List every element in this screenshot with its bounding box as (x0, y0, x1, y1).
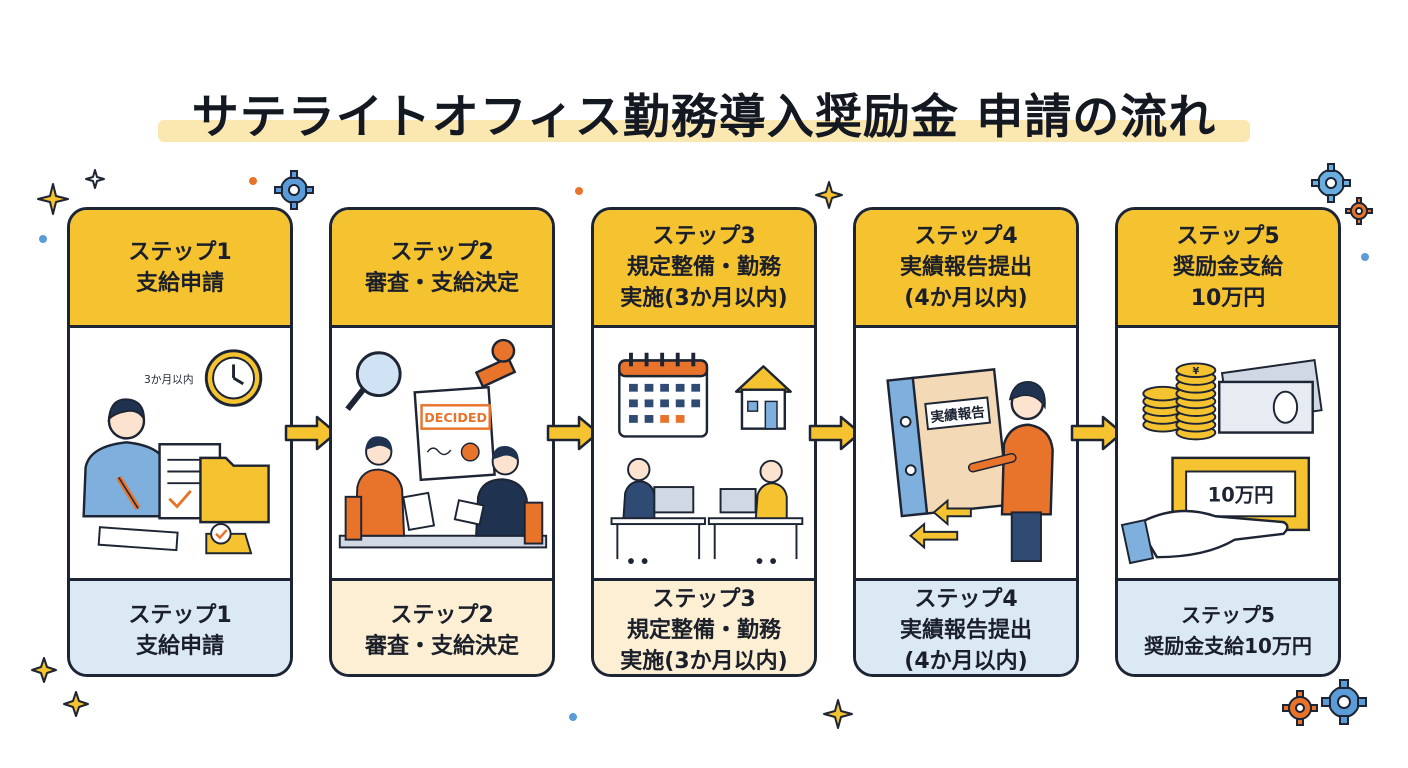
sparkle-icon (823, 699, 853, 729)
woman-icon (344, 436, 406, 541)
gear-icon (274, 170, 314, 210)
stamp-icon (474, 338, 517, 389)
application-illustration: 3か月以内 (82, 349, 270, 555)
step-footer-1: ステップ1 支給申請 (70, 578, 290, 674)
step-header-line: 奨励金支給 (1172, 255, 1283, 280)
worker-right-icon (719, 459, 788, 524)
coin-stack-icon (1142, 362, 1217, 441)
sparkle-icon (31, 657, 57, 683)
sparkle-icon (815, 181, 843, 209)
arrow-right-icon (808, 415, 862, 451)
gear-icon (1345, 197, 1373, 225)
arrow-right-icon (546, 415, 600, 451)
step-footer-line: 奨励金支給10万円 (1144, 633, 1312, 658)
house-icon (734, 365, 792, 430)
step-footer-2: ステップ2 審査・支給決定 (332, 578, 552, 674)
payment-illustration: ¥ 10万円 (1120, 359, 1323, 565)
gear-icon (1311, 163, 1351, 203)
page-title: サテライトオフィス勤務導入奨励金 申請の流れ (191, 90, 1217, 145)
step-footer-line: ステップ1 (128, 602, 232, 628)
step-header-line: ステップ3 (652, 224, 756, 249)
worker-left-icon (622, 457, 695, 524)
step-header-5: ステップ5 奨励金支給 10万円 (1118, 210, 1338, 328)
step-header-line: 審査・支給決定 (364, 270, 519, 296)
step-header-line: 実施(3か月以内) (620, 286, 788, 311)
report-binder-label: 実績報告 (930, 403, 986, 426)
clock-icon (204, 349, 263, 407)
step-card-1: ステップ1 支給申請 3か月以内 ステップ1 支給申請 (67, 207, 293, 677)
step-footer-line: 審査・支給決定 (364, 633, 519, 659)
step-header-line: 10万円 (1190, 286, 1266, 311)
step-card-4: ステップ4 実績報告提出 (4か月以内) 実績報告 ステップ4 実績報告提出 (… (853, 207, 1079, 677)
step-header-1: ステップ1 支給申請 (70, 210, 290, 328)
step-header-3: ステップ3 規定整備・勤務 実施(3か月以内) (594, 210, 814, 328)
dot-icon (1361, 253, 1369, 261)
step-footer-4: ステップ4 実績報告提出 (4か月以内) (856, 578, 1076, 674)
sparkle-icon (85, 169, 105, 189)
step-footer-line: ステップ5 (1181, 602, 1275, 627)
step-footer-line: ステップ3 (652, 587, 756, 612)
gear-icon (1282, 690, 1318, 726)
step-card-5: ステップ5 奨励金支給 10万円 ¥ 10万円 ステップ5 奨励金支給10万円 (1115, 207, 1341, 677)
deadline-label: 3か月以内 (144, 373, 194, 386)
arrow-left-icon (909, 521, 959, 550)
arrow-right-icon (1070, 415, 1124, 451)
step-footer-line: 支給申請 (135, 633, 224, 659)
man-icon (475, 445, 544, 545)
step-footer-3: ステップ3 規定整備・勤務 実施(3か月以内) (594, 578, 814, 674)
dot-icon (249, 177, 257, 185)
hand-icon (1120, 509, 1289, 565)
woman-icon (967, 381, 1054, 563)
step-header-line: 規定整備・勤務 (626, 255, 781, 280)
binder-icon: 実績報告 (886, 368, 1010, 518)
calendar-icon (618, 352, 709, 438)
step-header-line: ステップ5 (1176, 224, 1280, 249)
step-footer-line: (4か月以内) (904, 649, 1028, 674)
arrow-right-icon (284, 415, 338, 451)
magnifier-icon (345, 351, 402, 412)
step-footer-line: ステップ2 (390, 602, 494, 628)
step-footer-line: 実施(3か月以内) (620, 649, 788, 674)
step-header-line: 実績報告提出 (899, 255, 1032, 280)
gear-icon (1321, 679, 1367, 725)
dot-icon (39, 235, 47, 243)
sparkle-icon (37, 183, 69, 215)
title-highlight (158, 120, 1250, 142)
pen-icon (116, 475, 141, 511)
step-header-line: ステップ4 (914, 224, 1018, 249)
step-footer-line: 実績報告提出 (899, 618, 1032, 643)
step-header-line: ステップ2 (390, 239, 494, 265)
dot-icon (575, 187, 583, 195)
amount-label: 10万円 (1208, 484, 1274, 507)
banknote-icon (1218, 359, 1323, 434)
decided-stamp-label: DECIDED (424, 410, 487, 425)
step-header-2: ステップ2 審査・支給決定 (332, 210, 552, 328)
sparkle-icon (63, 691, 89, 717)
step-header-4: ステップ4 実績報告提出 (4か月以内) (856, 210, 1076, 328)
step-card-3: ステップ3 規定整備・勤務 実施(3か月以内) ステップ3 規定整備・勤務 実施… (591, 207, 817, 677)
document-icon: DECIDED (413, 385, 496, 482)
step-footer-5: ステップ5 奨励金支給10万円 (1118, 578, 1338, 674)
dot-icon (569, 713, 577, 721)
coin-symbol: ¥ (1192, 366, 1199, 377)
arrow-left-icon (932, 498, 972, 527)
review-illustration: DECIDED (338, 338, 548, 549)
person-icon (82, 398, 169, 518)
step-footer-line: 規定整備・勤務 (626, 618, 781, 643)
folder-icon (199, 456, 270, 524)
step-header-line: 支給申請 (135, 270, 224, 296)
step-header-line: (4か月以内) (904, 286, 1028, 311)
step-footer-line: ステップ4 (914, 587, 1018, 612)
report-illustration: 実績報告 (886, 368, 1054, 563)
step-header-line: ステップ1 (128, 239, 232, 265)
workplace-illustration (610, 352, 804, 564)
step-card-2: ステップ2 審査・支給決定 DECIDED ステップ2 審査・支給決定 (329, 207, 555, 677)
